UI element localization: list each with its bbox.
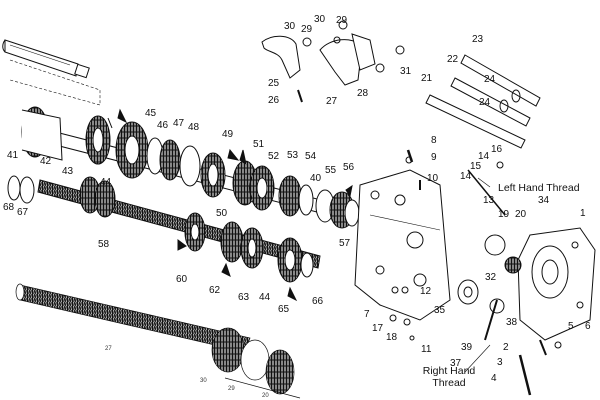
part-label-50: 50 bbox=[216, 208, 228, 219]
part-label-66: 66 bbox=[312, 296, 324, 307]
part-label-45: 45 bbox=[145, 108, 157, 119]
circlips bbox=[7, 175, 35, 204]
note-leaders bbox=[464, 177, 491, 373]
mainshaft-assembly bbox=[21, 106, 361, 229]
part-label-52: 52 bbox=[268, 151, 280, 162]
part-label-6: 6 bbox=[585, 321, 591, 332]
part-label-3: 3 bbox=[497, 357, 503, 368]
part-label-29b: 29 bbox=[336, 15, 348, 26]
part-label-31: 31 bbox=[400, 66, 412, 77]
part-label-34: 34 bbox=[538, 195, 550, 206]
right-hand-thread-note: Right Hand Thread bbox=[417, 365, 481, 389]
part-label-53: 53 bbox=[287, 150, 299, 161]
part-label-9: 9 bbox=[431, 152, 437, 163]
part-label-22: 22 bbox=[447, 54, 459, 65]
part-label-14b: 14 bbox=[460, 171, 472, 182]
part-label-30a: 30 bbox=[284, 21, 296, 32]
part-label-43: 43 bbox=[62, 166, 74, 177]
part-label-35: 35 bbox=[434, 305, 446, 316]
part-label-41: 41 bbox=[7, 150, 19, 161]
part-label-2: 2 bbox=[503, 342, 509, 353]
part-label-49: 49 bbox=[222, 129, 234, 140]
inset-label-30: 30 bbox=[200, 378, 207, 384]
part-label-46: 46 bbox=[157, 120, 169, 131]
part-label-7: 7 bbox=[364, 309, 370, 320]
part-label-51: 51 bbox=[253, 139, 265, 150]
part-label-14a: 14 bbox=[478, 151, 490, 162]
part-label-62: 62 bbox=[209, 285, 221, 296]
assembly-arrows bbox=[107, 108, 353, 302]
part-label-18: 18 bbox=[386, 332, 398, 343]
part-label-25: 25 bbox=[268, 78, 280, 89]
layshaft-assembly bbox=[37, 176, 321, 283]
inset-label-29: 29 bbox=[228, 386, 235, 392]
part-label-4: 4 bbox=[491, 373, 497, 384]
part-label-26: 26 bbox=[268, 95, 280, 106]
part-label-44b: 44 bbox=[259, 292, 271, 303]
small-hardware bbox=[389, 149, 562, 396]
inset-label-27: 27 bbox=[105, 346, 112, 352]
part-label-19: 19 bbox=[498, 209, 510, 220]
part-label-55: 55 bbox=[325, 165, 337, 176]
part-label-58: 58 bbox=[98, 239, 110, 250]
part-label-15: 15 bbox=[470, 161, 482, 172]
part-label-28: 28 bbox=[357, 88, 369, 99]
part-label-11: 11 bbox=[421, 344, 432, 355]
part-label-32: 32 bbox=[485, 272, 497, 283]
part-label-24b: 24 bbox=[479, 97, 491, 108]
part-label-54: 54 bbox=[305, 151, 317, 162]
part-label-63: 63 bbox=[238, 292, 250, 303]
part-label-8: 8 bbox=[431, 135, 437, 146]
part-label-10: 10 bbox=[427, 173, 439, 184]
mainshaft-extension bbox=[2, 39, 101, 106]
part-label-27: 27 bbox=[326, 96, 338, 107]
inset-shaft-drawing bbox=[15, 283, 301, 399]
part-label-30b: 30 bbox=[314, 14, 326, 25]
part-label-42: 42 bbox=[40, 156, 52, 167]
part-label-1: 1 bbox=[580, 208, 586, 219]
rear-housing bbox=[517, 227, 596, 341]
part-label-20: 20 bbox=[515, 209, 527, 220]
part-label-37: 37 bbox=[450, 358, 462, 369]
left-hand-thread-note: Left Hand Thread bbox=[498, 182, 580, 194]
part-label-23: 23 bbox=[472, 34, 484, 45]
part-label-13: 13 bbox=[483, 195, 495, 206]
right-hand-thread-line1: Right Hand bbox=[422, 365, 476, 377]
part-label-29a: 29 bbox=[301, 24, 313, 35]
part-label-60: 60 bbox=[176, 274, 188, 285]
selector-rods bbox=[425, 54, 541, 149]
shift-forks bbox=[261, 20, 405, 103]
part-label-16: 16 bbox=[491, 144, 503, 155]
part-label-39: 39 bbox=[461, 342, 473, 353]
part-label-38: 38 bbox=[506, 317, 518, 328]
part-label-56: 56 bbox=[343, 162, 355, 173]
part-label-48: 48 bbox=[188, 122, 200, 133]
right-hand-thread-line2: Thread bbox=[432, 377, 466, 389]
part-label-12: 12 bbox=[420, 286, 432, 297]
part-label-24a: 24 bbox=[484, 74, 496, 85]
part-label-65: 65 bbox=[278, 304, 290, 315]
gearbox-cover bbox=[354, 169, 451, 321]
inset-label-20: 20 bbox=[262, 393, 269, 399]
part-label-67: 67 bbox=[17, 207, 29, 218]
part-label-21: 21 bbox=[421, 73, 433, 84]
part-label-44a: 44 bbox=[100, 177, 112, 188]
part-label-17: 17 bbox=[372, 323, 384, 334]
part-label-5: 5 bbox=[568, 321, 574, 332]
part-label-47: 47 bbox=[173, 118, 185, 129]
part-label-40: 40 bbox=[310, 173, 322, 184]
part-label-57: 57 bbox=[339, 238, 351, 249]
part-label-68: 68 bbox=[3, 202, 15, 213]
